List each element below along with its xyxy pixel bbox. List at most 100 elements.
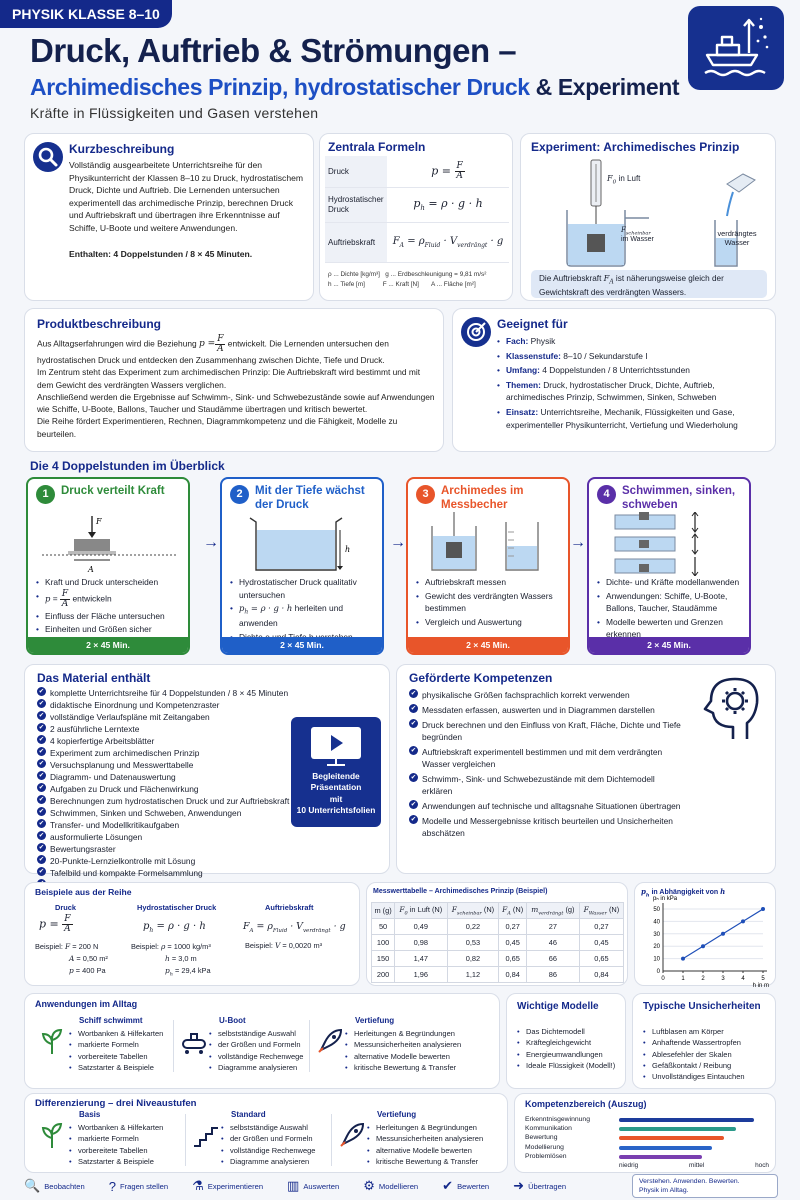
lesson-title: Schwimmen, sinken, schweben: [622, 485, 736, 511]
column-item: selbstständige Auswahl: [221, 1122, 341, 1134]
gear-icon: ⚙: [363, 1178, 375, 1193]
modelle-item: Ideale Flüssigkeit (Modell!): [517, 1060, 615, 1072]
slogan-box: Verstehen. Anwenden. Bewerten.Physik im …: [632, 1174, 778, 1198]
y-tick-label: 30: [653, 932, 660, 938]
process-step: ?Fragen stellen: [109, 1179, 168, 1194]
lesson-duration: 2 × 45 Min.: [408, 637, 568, 653]
lesson-item: Kraft und Druck unterscheiden: [36, 576, 182, 589]
head-gear-icon: [703, 677, 759, 739]
kurz-enthalten: Enthalten: 4 Doppelstunden / 8 × 45 Minu…: [69, 249, 253, 259]
lesson-duration: 2 × 45 Min.: [28, 637, 188, 653]
column-title: Standard: [231, 1110, 266, 1119]
produkt-p4: Die Reihe fördert Experimentieren, Rechn…: [37, 416, 398, 439]
unsicher-item: Unvollständiges Eintauchen: [643, 1071, 745, 1083]
table-cell: 0,65: [498, 950, 527, 968]
messtabelle-title: Messwerttabelle – Archimedisches Prinzip…: [373, 888, 548, 895]
scale-low: niedrig: [619, 1162, 639, 1169]
y-tick-label: 40: [653, 919, 660, 925]
column-list: Wortbanken & Hilfekartenmarkierte Formel…: [69, 1122, 189, 1167]
beispiel-col-hydro: Hydrostatischer Druck: [137, 903, 217, 912]
kurz-title: Kurzbeschreibung: [69, 142, 175, 156]
lesson-title: Archimedes im Messbecher: [441, 485, 524, 511]
modelle-card: Wichtige Modelle Das DichtemodellKräfteg…: [506, 993, 626, 1089]
lesson-item: Hydrostatischer Druck qualitativ untersu…: [230, 576, 376, 601]
lesson-item: Dichte- und Kräfte modellanwenden: [597, 576, 743, 589]
column-divider: [185, 1114, 186, 1166]
table-cell: 0,22: [446, 918, 500, 936]
presentation-icon: [311, 727, 361, 766]
material-item: 4 kopierfertige Arbeitsblätter: [37, 735, 297, 747]
column-item: der Größen und Formeln: [221, 1133, 341, 1145]
beispiele-card: Beispiele aus der Reihe Druck Hydrostati…: [24, 882, 360, 986]
geeignet-key: Umfang:: [506, 365, 540, 376]
data-point: [681, 956, 685, 961]
produkt-card: Produktbeschreibung Aus Alltagserfahrung…: [24, 308, 444, 452]
experiment-card: Experiment: Archimedisches Prinzip F0 in…: [520, 133, 776, 301]
slogan-line: Physik im Alltag.: [639, 1186, 689, 1194]
promo-line: mit: [329, 793, 343, 804]
lesson-number-badge: 3: [416, 485, 435, 504]
table-cell: 0,84: [578, 966, 625, 984]
slogan-line: Verstehen. Anwenden. Bewerten.: [639, 1178, 740, 1185]
column-item: Wortbanken & Hilfekarten: [69, 1028, 189, 1040]
geeignet-key: Einsatz:: [506, 407, 539, 418]
kompetenzen-list: physikalische Größen fachsprachlich korr…: [409, 689, 681, 842]
material-item: Experiment zum archimedischen Prinzip: [37, 747, 297, 759]
kompetenz-item: Modelle und Messergebnisse kritisch beur…: [409, 815, 681, 839]
arrow-right-icon: →: [390, 534, 406, 551]
lesson-items: Auftriebskraft messenGewicht des verdrän…: [416, 576, 562, 629]
overview-title: Die 4 Doppelstunden im Überblick: [30, 459, 225, 473]
kompbereich-label: Modellierung: [525, 1143, 564, 1151]
subtitle-highlight: Archimedisches Prinzip, hydrostatischer …: [30, 74, 530, 100]
column-title: Vertiefung: [355, 1016, 395, 1025]
arrow-icon: ➜: [513, 1178, 525, 1193]
geeignet-value: Druck, hydrostatischer Druck, Dichte, Au…: [506, 379, 717, 403]
data-point: [761, 907, 765, 911]
kompetenz-item: physikalische Größen fachsprachlich korr…: [409, 689, 681, 701]
produkt-p1a: Aus Alltagserfahrungen wird die Beziehun…: [37, 338, 197, 349]
lesson-item: Modelle bewerten und Grenzen erkennen: [597, 616, 743, 641]
chart-title: ph in Abhängigkeit von h: [641, 887, 726, 899]
table-cell: 0,82: [446, 950, 500, 968]
lesson-number-badge: 1: [36, 485, 55, 504]
lesson-items: Hydrostatischer Druck qualitativ untersu…: [230, 576, 376, 644]
material-item: 20-Punkte-Lernzielkontrolle mit Lösung: [37, 855, 297, 867]
kurzbeschreibung-card: Kurzbeschreibung Vollständig ausgearbeit…: [24, 133, 314, 301]
lesson-item-text: Anwendungen: Schiffe, U-Boote, Ballons, …: [606, 590, 728, 614]
rocket-icon: [337, 1120, 367, 1152]
diff-title: Differenzierung – drei Niveaustufen: [35, 1098, 197, 1109]
process-step: 🔍Beobachten: [24, 1178, 85, 1194]
beispiel-label: Beispiel:: [245, 941, 273, 950]
column-list: Wortbanken & Hilfekartenmarkierte Formel…: [69, 1028, 189, 1073]
formel-label: Druck: [325, 156, 387, 187]
kompbereich-label: Bewertung: [525, 1134, 558, 1142]
material-item: Aufgaben zu Druck und Flächenwirkung: [37, 783, 297, 795]
process-step: ✔Bewerten: [442, 1178, 489, 1194]
lesson-item: Auftriebskraft messen: [416, 576, 562, 589]
y-tick-label: 10: [653, 957, 660, 963]
flask-icon: ⚗: [192, 1178, 204, 1193]
material-item: Bewertungsraster: [37, 843, 297, 855]
messtabelle: m (g)F0 in Luft (N)Fscheinbar (N)FA (N)m…: [370, 901, 625, 984]
produkt-p3: Anschließend werden die Ergebnisse auf S…: [37, 391, 435, 415]
process-step: ▥Auswerten: [287, 1178, 339, 1194]
subject-tag: PHYSIK KLASSE 8–10: [0, 0, 172, 28]
column-list: selbstständige Auswahlder Größen und For…: [221, 1122, 341, 1167]
lesson-item: p = FA entwickeln: [36, 589, 182, 609]
messtabelle-card: Messwerttabelle – Archimedisches Prinzip…: [366, 882, 628, 986]
process-bar: 🔍Beobachten?Fragen stellen⚗Experimentier…: [24, 1176, 624, 1196]
stairs-icon: [191, 1120, 221, 1152]
x-tick-label: 3: [721, 976, 725, 982]
column-item: alternative Modelle bewerten: [367, 1145, 487, 1157]
geeignet-value: 4 Doppelstunden / 8 Unterrichtsstunden: [539, 365, 690, 376]
table-cell: 200: [370, 966, 396, 984]
table-header: F0 in Luft (N): [394, 901, 448, 920]
table-cell: 0,27: [578, 918, 625, 936]
column-title: Schiff schwimmt: [79, 1016, 143, 1025]
